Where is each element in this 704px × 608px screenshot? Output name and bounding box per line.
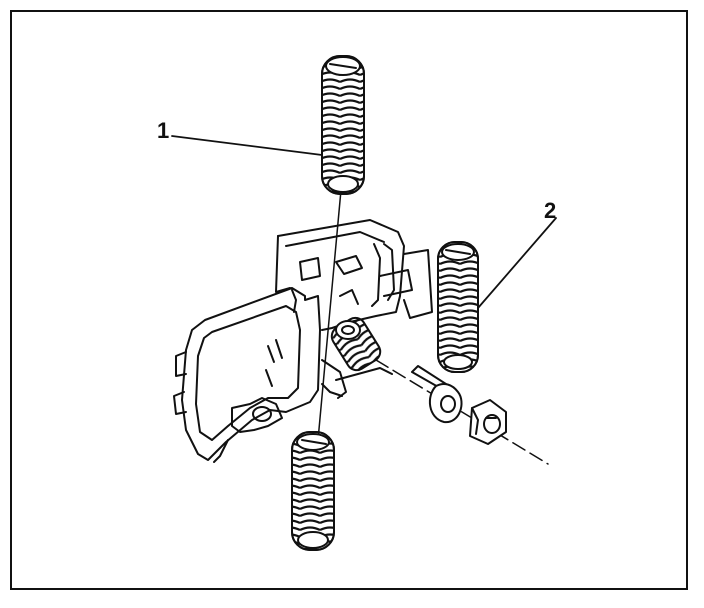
leader-line-1 (171, 135, 323, 156)
screw-right (437, 241, 479, 373)
callout-label-1: 1 (157, 118, 170, 143)
ring-terminal (411, 365, 463, 424)
axis-line-horizontal (375, 359, 549, 465)
screw-bottom (291, 431, 335, 551)
screw-top (321, 55, 365, 195)
callout-label-2: 2 (544, 198, 557, 223)
leader-line-2 (477, 217, 557, 309)
center-stud (330, 316, 382, 372)
mounting-bracket (173, 219, 433, 463)
axis-line-vertical (317, 189, 342, 441)
hex-nut (469, 399, 507, 445)
